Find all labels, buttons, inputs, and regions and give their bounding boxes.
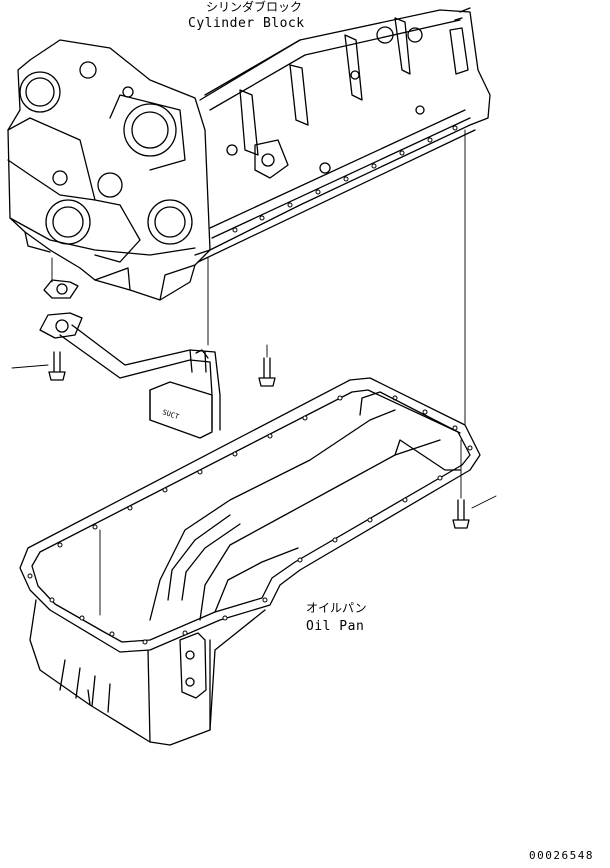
cylinder-block-label: Cylinder Block [188, 16, 305, 31]
suction-pipe-assembly: SUCT [39, 279, 221, 439]
svg-text:SUCT: SUCT [161, 408, 180, 421]
bolt-right [452, 495, 497, 529]
bolt-left [11, 351, 66, 381]
cylinder-block-label-jp: シリンダブロック [206, 0, 303, 14]
cylinder-block-drawing [7, 7, 491, 301]
oil-pan-label-jp: オイルパン [306, 601, 367, 615]
oil-pan-drawing [19, 377, 481, 746]
bolt-center [258, 357, 276, 387]
alignment-lines [51, 129, 466, 616]
oil-pan-label: Oil Pan [306, 619, 365, 634]
drawing-code: 00026548 [529, 849, 594, 862]
